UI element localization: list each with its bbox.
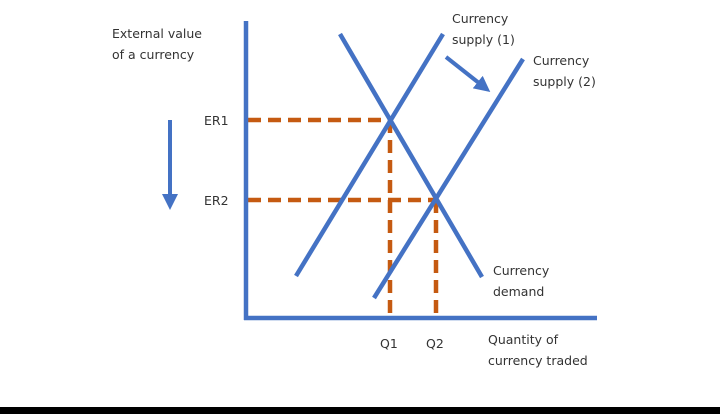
supply2-label-1: Currency [533, 53, 590, 68]
er2-label: ER2 [204, 193, 229, 208]
q2-label: Q2 [426, 336, 444, 351]
bottom-bar [0, 407, 720, 414]
supply1-curve [294, 32, 445, 278]
x-axis-label-2: currency traded [488, 353, 588, 368]
supply2-curve [372, 57, 525, 300]
demand-label-1: Currency [493, 263, 550, 278]
er1-label: ER1 [204, 113, 229, 128]
x-axis-label-1: Quantity of [488, 332, 559, 347]
shift-arrow-icon [444, 55, 491, 92]
demand-label-2: demand [493, 284, 545, 299]
q1-label: Q1 [380, 336, 398, 351]
demand-curve [338, 32, 484, 279]
supply1-label-2: supply (1) [452, 32, 515, 47]
y-axis-label-2: of a currency [112, 47, 195, 62]
supply1-label-1: Currency [452, 11, 509, 26]
y-axis-label-1: External value [112, 26, 202, 41]
supply2-label-2: supply (2) [533, 74, 596, 89]
